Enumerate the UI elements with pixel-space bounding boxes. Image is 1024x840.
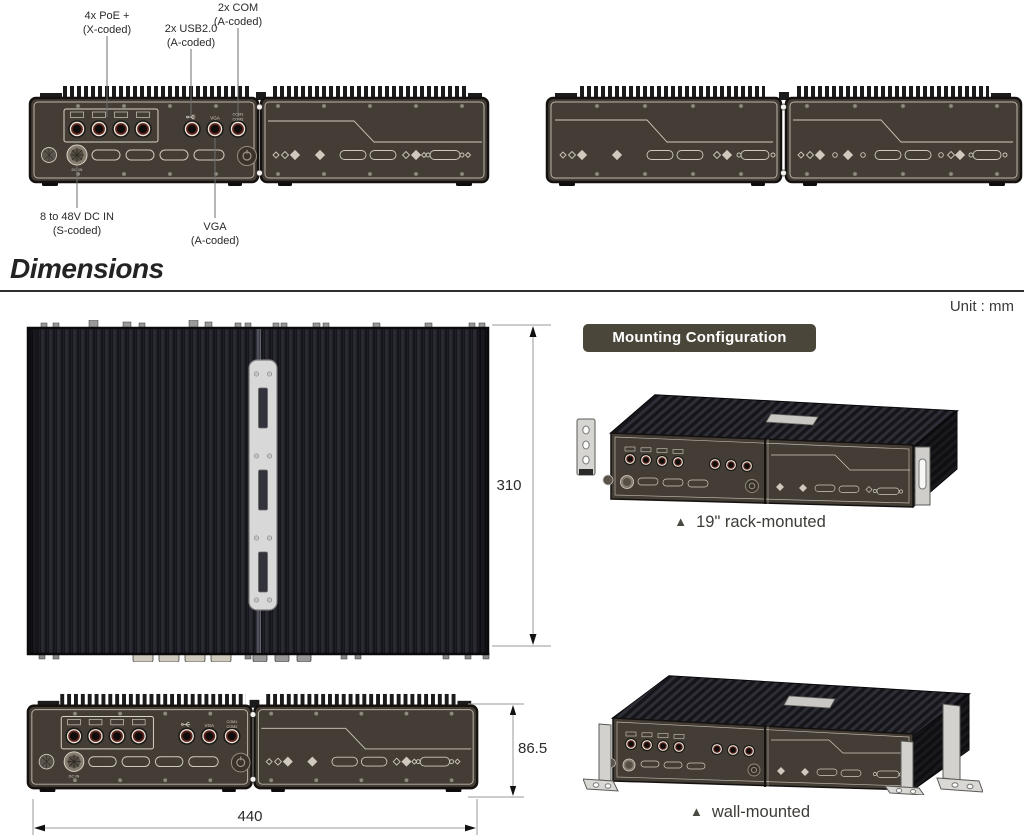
callout-usb-line2: (A-coded) bbox=[166, 37, 216, 50]
rear-panel-view bbox=[545, 84, 1023, 188]
callout-poe-line1: 4x PoE + bbox=[84, 10, 130, 22]
callout-poe-line2: (X-coded) bbox=[82, 24, 132, 37]
rack-mounted-illustration bbox=[575, 383, 970, 511]
wall-mounted-caption-text: wall-mounted bbox=[711, 803, 810, 821]
callout-com-line1: 2x COM bbox=[217, 2, 259, 14]
wall-mounted-illustration bbox=[583, 660, 983, 795]
callout-vga-line1: VGA bbox=[203, 221, 227, 233]
callout-poe: 4x PoE + (X-coded) bbox=[57, 9, 157, 38]
dimensions-title: Dimensions bbox=[10, 253, 164, 284]
rack-mounted-caption: ▲ 19" rack-monuted bbox=[600, 513, 900, 532]
wall-mounted-caption: ▲ wall-mounted bbox=[600, 803, 900, 822]
callout-com: 2x COM (A-coded) bbox=[188, 1, 288, 30]
section-divider bbox=[0, 290, 1024, 292]
callout-usb-line1: 2x USB2.0 bbox=[164, 23, 218, 35]
triangle-marker-icon: ▲ bbox=[674, 514, 688, 529]
dim-86-5: 86.5 bbox=[518, 740, 548, 757]
callout-dc-in: 8 to 48V DC IN (S-coded) bbox=[22, 210, 132, 239]
triangle-marker-icon: ▲ bbox=[689, 804, 703, 819]
rack-mounted-caption-text: 19" rack-monuted bbox=[696, 513, 826, 531]
callout-usb: 2x USB2.0 (A-coded) bbox=[141, 22, 241, 51]
callout-dc-in-line2: (S-coded) bbox=[52, 225, 102, 238]
top-view-drawing bbox=[25, 320, 491, 662]
front-panel-view bbox=[28, 84, 490, 188]
callout-com-line2: (A-coded) bbox=[213, 16, 263, 29]
front-view-drawing bbox=[25, 692, 480, 794]
callout-vga-line2: (A-coded) bbox=[190, 235, 240, 248]
callout-dc-in-line1: 8 to 48V DC IN bbox=[40, 211, 114, 223]
mounting-configuration-badge: Mounting Configuration bbox=[583, 324, 816, 352]
dim-440: 440 bbox=[237, 808, 263, 825]
dim-310: 310 bbox=[496, 477, 522, 494]
callout-vga: VGA (A-coded) bbox=[165, 220, 265, 249]
unit-label: Unit : mm bbox=[949, 298, 1014, 315]
